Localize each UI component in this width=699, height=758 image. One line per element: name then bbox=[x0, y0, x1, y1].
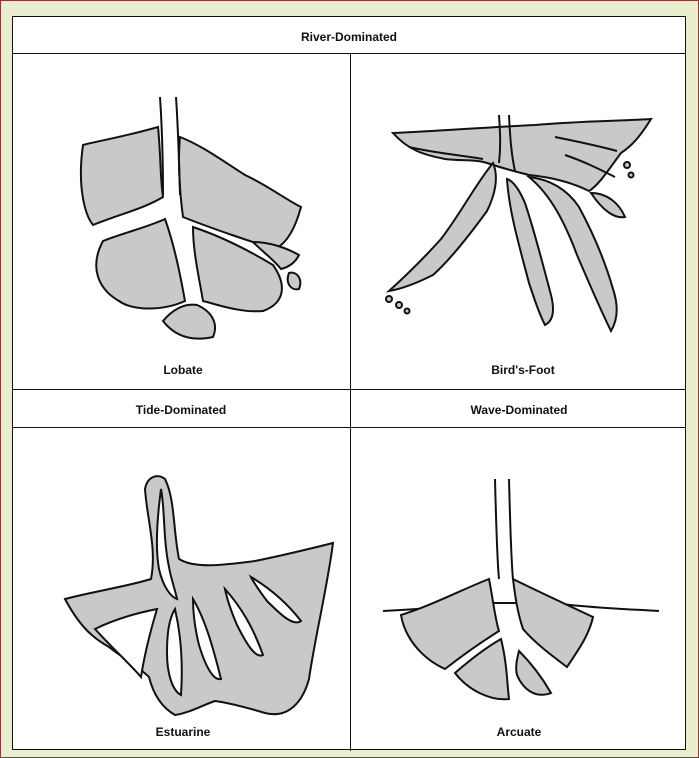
vertical-divider-top bbox=[350, 53, 351, 405]
lobate-bottom-lobe bbox=[163, 305, 215, 339]
arcuate-channel-left bbox=[495, 479, 499, 579]
birdsfoot-islet-right bbox=[591, 193, 625, 217]
birds-foot-label: Bird's-Foot bbox=[423, 363, 623, 377]
river-dominated-header: River-Dominated bbox=[13, 30, 685, 44]
birdsfoot-islet-2 bbox=[396, 302, 402, 308]
header-divider-top bbox=[13, 53, 685, 54]
birdsfoot-left-distributary bbox=[389, 163, 496, 291]
arcuate-bottom-right-lobe bbox=[516, 651, 551, 695]
birdsfoot-upper-landmass bbox=[393, 119, 651, 191]
wave-dominated-header: Wave-Dominated bbox=[419, 403, 619, 417]
lobate-channel-right bbox=[176, 97, 180, 195]
middle-divider bbox=[13, 389, 685, 390]
arcuate-right-lobe bbox=[513, 579, 593, 667]
birdsfoot-islet-1 bbox=[386, 296, 392, 302]
lobate-lower-left-lobe bbox=[96, 219, 185, 309]
birdsfoot-islet-4 bbox=[624, 162, 630, 168]
lobate-left-lobe bbox=[81, 127, 163, 225]
arcuate-delta-diagram bbox=[383, 479, 663, 709]
birds-foot-delta-diagram bbox=[379, 115, 659, 345]
lobate-label: Lobate bbox=[83, 363, 283, 377]
delta-classification-figure: River-Dominated Tide-Dominated Wave-Domi… bbox=[12, 16, 686, 750]
estuarine-label: Estuarine bbox=[83, 725, 283, 739]
tide-dominated-header: Tide-Dominated bbox=[81, 403, 281, 417]
birdsfoot-main-channel-left bbox=[499, 115, 500, 163]
lobate-islet bbox=[288, 273, 301, 290]
estuarine-delta-diagram bbox=[65, 469, 335, 719]
estuarine-delta-body bbox=[65, 476, 333, 715]
birdsfoot-middle-distributary bbox=[507, 179, 553, 325]
birdsfoot-islet-5 bbox=[629, 173, 634, 178]
lobate-delta-diagram bbox=[63, 97, 333, 337]
birdsfoot-islet-3 bbox=[405, 309, 410, 314]
arcuate-channel-right bbox=[509, 479, 513, 579]
vertical-divider-bottom bbox=[350, 389, 351, 751]
header-divider-bottom bbox=[13, 427, 685, 428]
arcuate-label: Arcuate bbox=[419, 725, 619, 739]
